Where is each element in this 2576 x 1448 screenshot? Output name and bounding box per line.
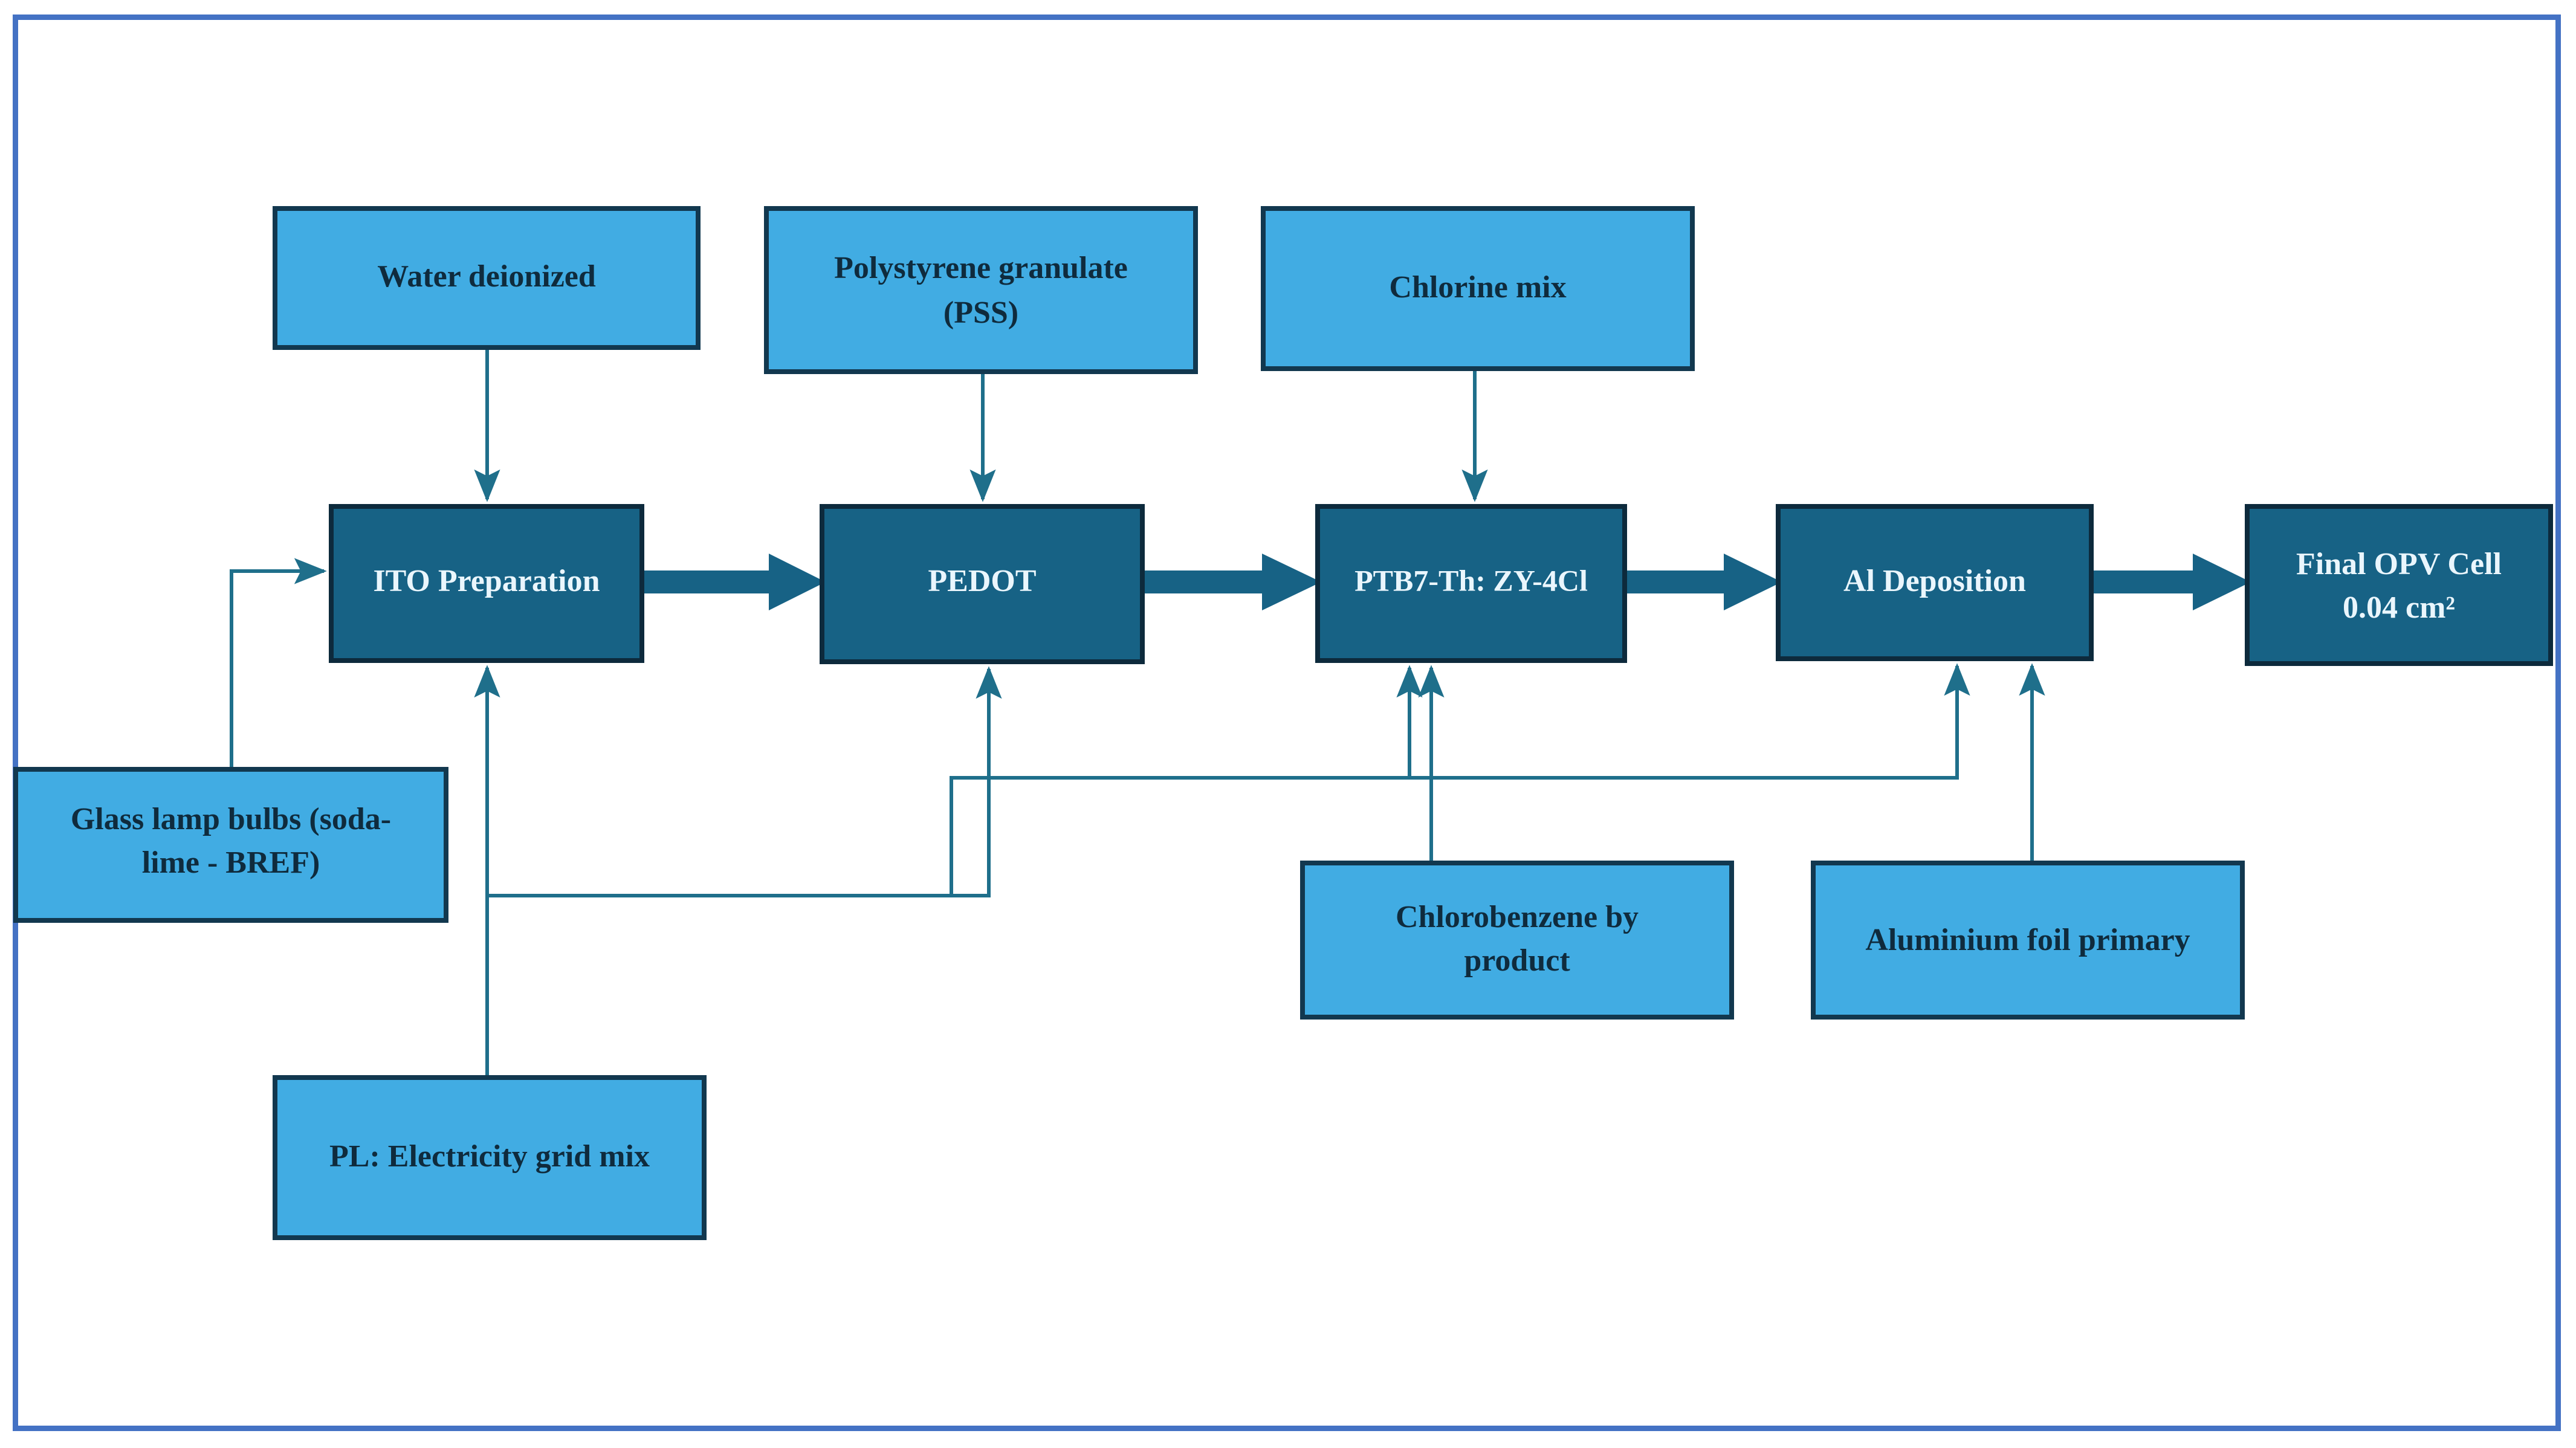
node-electricity-grid-mix-label: PL: Electricity grid mix [329,1139,650,1174]
node-ptb7-th-zy-4cl[interactable]: PTB7-Th: ZY-4Cl [1315,504,1627,663]
node-final-opv-cell-label-line2: 0.04 cm² [2343,590,2455,625]
node-ptb7-th-zy-4cl-label: PTB7-Th: ZY-4Cl [1354,563,1588,597]
node-polystyrene-granulate-label-line1: Polystyrene granulate [834,251,1128,285]
arrow-al-to-opv [2088,554,2251,610]
main-flow-arrow-group [638,554,2251,610]
node-pedot-label: PEDOT [928,564,1036,598]
node-al-deposition[interactable]: Al Deposition [1776,504,2094,661]
arrow-ito-to-pedot [638,554,826,610]
input-node-group: Water deionized Polystyrene granulate (P… [13,206,2245,1240]
connector-electricity-to-ptb7 [950,665,1423,896]
feed-connector-group [230,347,2045,1078]
connector-glass-to-ito [230,558,327,769]
process-node-group: ITO Preparation PEDOT PTB7-Th: ZY-4Cl Al… [329,504,2553,666]
node-glass-lamp-bulbs-label-line1: Glass lamp bulbs (soda- [71,802,391,836]
node-aluminium-foil-primary-label: Aluminium foil primary [1865,923,2190,957]
node-chlorobenzene-by-product-label-line2: product [1464,943,1570,978]
node-final-opv-cell-label-line1: Final OPV Cell [2296,547,2502,581]
node-pedot[interactable]: PEDOT [820,504,1145,664]
arrow-pedot-to-ptb7 [1139,554,1321,610]
arrow-ptb7-to-al [1621,554,1782,610]
node-al-deposition-label: Al Deposition [1843,564,2026,598]
connector-electricity-to-al [1409,663,1970,780]
node-chlorobenzene-by-product[interactable]: Chlorobenzene by product [1300,861,1734,1020]
node-glass-lamp-bulbs[interactable]: Glass lamp bulbs (soda- lime - BREF) [13,767,448,923]
node-water-deionized-label: Water deionized [377,259,596,294]
node-final-opv-cell[interactable]: Final OPV Cell 0.04 cm² [2245,504,2553,666]
node-electricity-grid-mix[interactable]: PL: Electricity grid mix [273,1075,707,1240]
node-water-deionized[interactable]: Water deionized [273,206,701,350]
node-glass-lamp-bulbs-label-line2: lime - BREF) [142,845,320,880]
node-chlorine-mix[interactable]: Chlorine mix [1261,206,1695,371]
node-ito-preparation-label: ITO Preparation [373,564,600,598]
node-polystyrene-granulate[interactable]: Polystyrene granulate (PSS) [764,206,1198,374]
node-aluminium-foil-primary[interactable]: Aluminium foil primary [1811,861,2245,1020]
node-ito-preparation[interactable]: ITO Preparation [329,504,644,663]
connector-electricity-to-pedot [487,666,1002,897]
node-chlorobenzene-by-product-label-line1: Chlorobenzene by [1396,900,1639,934]
node-chlorine-mix-label: Chlorine mix [1389,270,1566,305]
node-polystyrene-granulate-label-line2: (PSS) [943,296,1018,330]
